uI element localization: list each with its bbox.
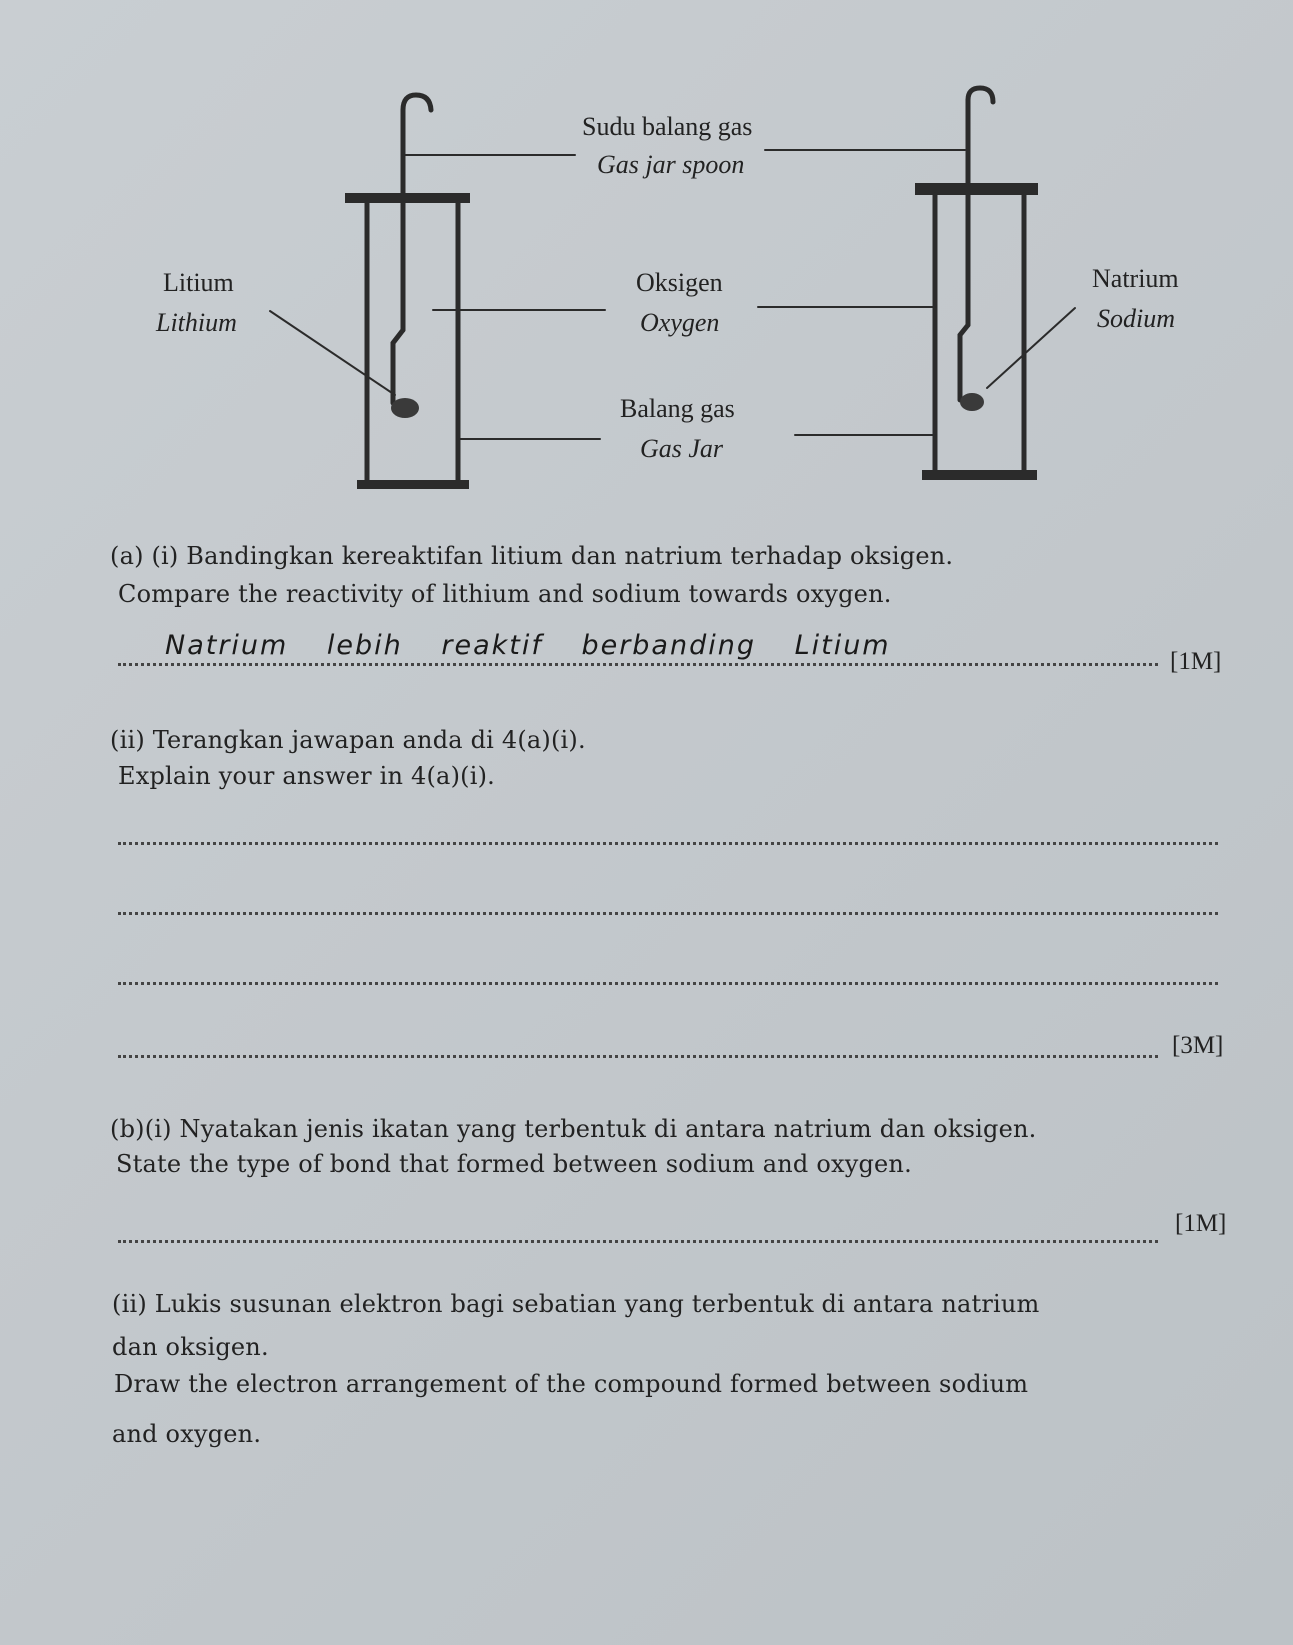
question-b-ii-en-2: and oxygen.	[112, 1420, 262, 1448]
question-b-ii-ms-2: dan oksigen.	[112, 1333, 269, 1361]
marks-a-i: [1M]	[1170, 648, 1222, 675]
answer-line[interactable]	[118, 663, 1158, 666]
question-a-i-ms: (a) (i) Bandingkan kereaktifan litium da…	[110, 542, 954, 570]
answer-line[interactable]	[118, 982, 1218, 985]
right-gas-jar	[757, 85, 1076, 480]
drawing-area[interactable]	[110, 1460, 1260, 1640]
question-a-i-en: Compare the reactivity of lithium and so…	[118, 580, 892, 608]
question-b-i-en: State the type of bond that formed betwe…	[116, 1150, 912, 1178]
marks-b-i: [1M]	[1175, 1210, 1227, 1237]
question-b-ii-en-1: Draw the electron arrangement of the com…	[114, 1370, 1029, 1398]
label-jar-en: Gas Jar	[640, 434, 724, 463]
answer-line[interactable]	[118, 1055, 1158, 1058]
label-lithium-en: Lithium	[156, 308, 237, 337]
left-gas-jar	[269, 92, 606, 489]
marks-a-ii: [3M]	[1172, 1032, 1224, 1059]
question-b-ii-ms-1: (ii) Lukis susunan elektron bagi sebatia…	[112, 1290, 1040, 1318]
answer-line[interactable]	[118, 842, 1218, 845]
handwritten-answer-a-i: Natrium lebih reaktif berbanding Litium	[165, 630, 891, 661]
label-lithium-ms: Litium	[163, 268, 234, 297]
label-sodium-en: Sodium	[1097, 304, 1175, 333]
answer-line[interactable]	[118, 1240, 1158, 1243]
question-a-ii-ms: (ii) Terangkan jawapan anda di 4(a)(i).	[110, 726, 586, 754]
label-jar-ms: Balang gas	[620, 394, 735, 423]
label-oxygen-en: Oxygen	[640, 308, 720, 337]
answer-line[interactable]	[118, 912, 1218, 915]
label-sodium-ms: Natrium	[1092, 264, 1179, 293]
question-a-ii-en: Explain your answer in 4(a)(i).	[118, 762, 495, 790]
gas-jar-diagram	[269, 85, 1076, 489]
label-spoon-en: Gas jar spoon	[597, 150, 745, 179]
question-b-i-ms: (b)(i) Nyatakan jenis ikatan yang terben…	[110, 1115, 1037, 1143]
label-spoon-ms: Sudu balang gas	[582, 112, 753, 141]
label-oxygen-ms: Oksigen	[636, 268, 723, 297]
